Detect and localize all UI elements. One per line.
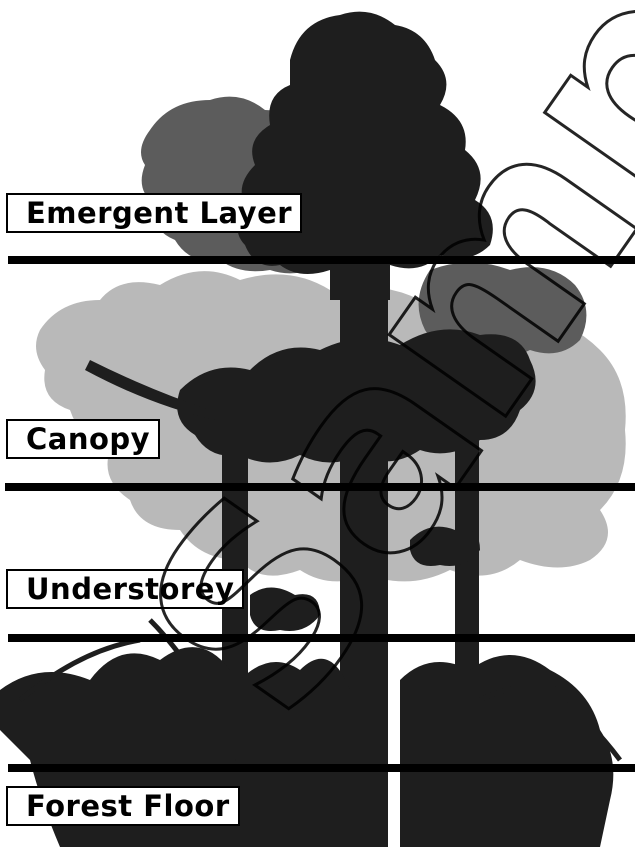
divider-understorey (8, 634, 635, 642)
floor-plants-right (400, 655, 613, 847)
label-emergent-layer: Emergent Layer (6, 193, 302, 233)
understorey-crown-right (410, 527, 480, 566)
divider-forest-floor (8, 764, 635, 772)
divider-canopy (5, 483, 635, 491)
label-forest-floor: Forest Floor (6, 786, 240, 826)
label-understorey: Understorey (6, 569, 244, 609)
understorey-crown (250, 588, 320, 632)
floor-plants-center (230, 659, 350, 847)
divider-emergent (8, 256, 635, 264)
label-canopy: Canopy (6, 419, 160, 459)
